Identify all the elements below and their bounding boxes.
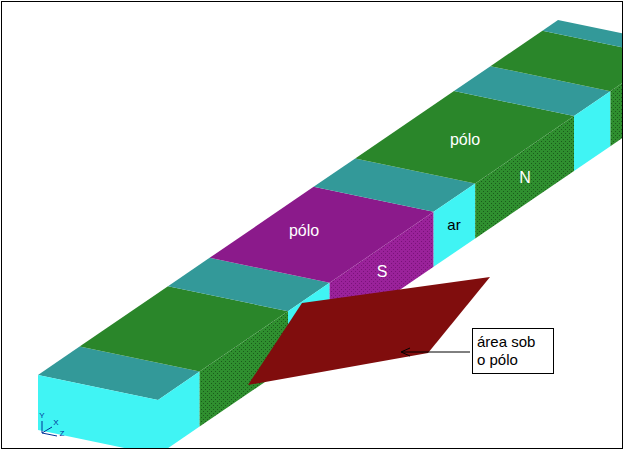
north-pole-front (475, 116, 574, 238)
axis-line (42, 427, 52, 433)
air-front (434, 183, 476, 266)
pole-letter: N (519, 170, 531, 186)
air-front (574, 91, 610, 171)
leader-line (402, 352, 470, 353)
axis-line (42, 433, 57, 436)
pole-label: pólo (450, 132, 480, 148)
pole-label: pólo (289, 223, 319, 239)
air-front (158, 372, 200, 448)
area-plane (248, 277, 490, 385)
axis-letter: Y (39, 412, 44, 420)
callout-box: área sob o pólo (472, 328, 554, 374)
axis-letter: Z (60, 430, 65, 438)
pole-front (610, 56, 622, 146)
leader-arrowhead (401, 348, 410, 356)
air-top (542, 20, 622, 56)
end-cap (38, 375, 158, 448)
pole-letter: S (377, 264, 388, 280)
bar (38, 20, 622, 448)
axis-letter: X (53, 419, 58, 427)
axis-line (42, 421, 43, 433)
air-label: ar (447, 217, 460, 232)
callout-text: área sob o pólo (477, 333, 543, 369)
